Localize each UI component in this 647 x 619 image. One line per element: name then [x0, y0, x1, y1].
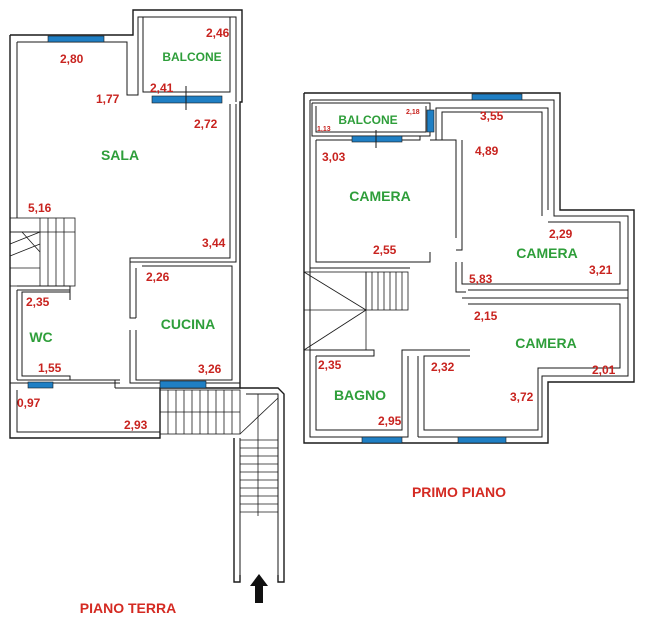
dimension-label: 5,16 — [28, 201, 52, 215]
ground-floor — [9, 9, 285, 603]
ground-room-labels: BALCONE SALA WC CUCINA — [29, 50, 221, 345]
ground-inner-wall — [17, 16, 237, 102]
entrance-stair-treads — [167, 390, 233, 434]
exterior-stair-treads — [240, 439, 278, 513]
dimension-label: 2,46 — [206, 26, 230, 40]
first-stair-treads — [371, 272, 403, 310]
window — [426, 109, 435, 133]
first-floor — [303, 92, 635, 444]
window — [361, 436, 403, 444]
room-label-bagno: BAGNO — [334, 387, 386, 403]
dimension-label: 2,18 — [406, 109, 420, 116]
room-label-camera: CAMERA — [516, 245, 577, 261]
floor-title-ground: PIANO TERRA — [80, 600, 176, 616]
window — [27, 381, 54, 389]
dimension-label: 3,55 — [480, 109, 504, 123]
dimension-label: 2,80 — [60, 52, 84, 66]
dimension-label: 1,13 — [317, 126, 331, 133]
dimension-label: 4,89 — [475, 144, 499, 158]
dimension-label: 2,72 — [194, 117, 218, 131]
dimension-label: 2,26 — [146, 270, 170, 284]
dimension-label: 2,32 — [431, 360, 455, 374]
dimension-label: 2,41 — [150, 81, 174, 95]
dimension-label: 2,15 — [474, 309, 498, 323]
dimension-label: 2,01 — [592, 363, 616, 377]
dimension-label: 3,72 — [510, 390, 534, 404]
dimension-label: 3,03 — [322, 150, 346, 164]
dimension-label: 2,35 — [318, 358, 342, 372]
dimension-label: 1,55 — [38, 361, 62, 375]
dimension-label: 2,93 — [124, 418, 148, 432]
window — [159, 380, 207, 389]
room-label-balcone: BALCONE — [162, 50, 221, 64]
dimension-label: 5,83 — [469, 272, 493, 286]
window — [47, 35, 105, 43]
dimension-label: 3,21 — [589, 263, 613, 277]
room-label-camera: CAMERA — [515, 335, 576, 351]
entrance-arrow-icon — [250, 574, 268, 603]
dimension-label: 3,44 — [202, 236, 226, 250]
window — [151, 95, 223, 104]
window — [471, 93, 523, 101]
dimension-label: 0,97 — [17, 396, 41, 410]
dimension-label: 2,95 — [378, 414, 402, 428]
dimension-label: 2,29 — [549, 227, 573, 241]
dimension-label: 2,55 — [373, 243, 397, 257]
window — [351, 135, 403, 143]
ground-dimensions: 2,46 2,80 2,41 1,77 2,72 5,16 3,44 2,26 … — [17, 26, 230, 432]
first-dimensions: 2,18 1,13 3,55 3,03 4,89 2,55 2,29 3,21 … — [317, 109, 616, 428]
ground-outer-wall — [9, 9, 243, 439]
room-label-balcone: BALCONE — [338, 113, 397, 127]
first-room-labels: BALCONE CAMERA CAMERA CAMERA BAGNO — [334, 113, 578, 403]
room-label-camera: CAMERA — [349, 188, 410, 204]
window — [457, 436, 507, 444]
dimension-label: 3,26 — [198, 362, 222, 376]
room-label-wc: WC — [29, 329, 52, 345]
room-label-cucina: CUCINA — [161, 316, 215, 332]
dimension-label: 2,35 — [26, 295, 50, 309]
floor-title-first: PRIMO PIANO — [412, 484, 506, 500]
dimension-label: 1,77 — [96, 92, 120, 106]
room-label-sala: SALA — [101, 147, 139, 163]
